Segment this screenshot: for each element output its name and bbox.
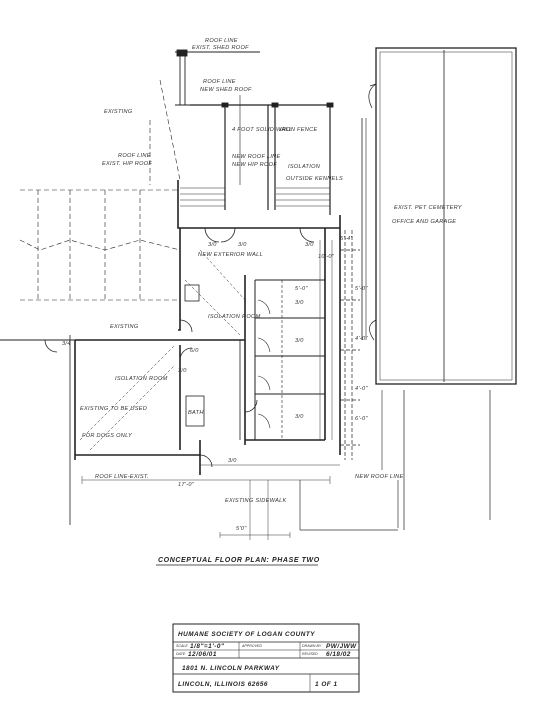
dim-text: 3/0 (178, 368, 187, 374)
label-new-roof-line: NEW ROOF LINE (232, 154, 281, 160)
label-new-hip-roof: NEW HIP ROOF (232, 162, 277, 168)
label-roof-line-2: ROOF LINE (203, 79, 236, 85)
label-bath: BATH (188, 410, 204, 416)
title-block-approved-label: APPROVED (241, 644, 262, 648)
label-roof-line-exist: ROOF LINE-EXIST. (95, 474, 149, 480)
label-existing-top: EXISTING (104, 109, 133, 115)
isolation-hatch (79, 187, 330, 451)
new-building-walls (0, 180, 341, 525)
label-exist-pet-cemetery: EXIST. PET CEMETERY (394, 205, 463, 211)
iron-fence (340, 230, 360, 460)
dimension-lines (81, 240, 399, 540)
dim-text: 17'-0" (178, 482, 195, 488)
shed-roof-structure (175, 49, 334, 215)
label-exist-hip-roof: EXIST. HIP ROOF (102, 161, 152, 167)
label-for-dogs-only: FOR DOGS ONLY (82, 433, 133, 439)
label-isolation: ISOLATION (288, 164, 321, 170)
title-block-sheet: 1 OF 1 (315, 681, 338, 688)
plan-title: CONCEPTUAL FLOOR PLAN: PHASE TWO (158, 557, 320, 564)
dim-text: 6/0 (190, 348, 199, 354)
dim-text: 5'0" (236, 526, 247, 532)
title-block-drawn-value: PW/JWW (326, 643, 357, 650)
title-block-date-value: 12/06/01 (188, 651, 217, 658)
title-block-date-label: DATE (176, 652, 186, 656)
label-4ft-solid-wall: 4 FOOT SOLID WALL (232, 127, 292, 133)
dim-text: 3/0 (295, 338, 304, 344)
title-block-scale-label: SCALE (176, 644, 188, 648)
dim-text: 3/0 (238, 242, 247, 248)
dim-text: 3/0 (305, 242, 314, 248)
label-isolation-room-2: ISOLATION ROOM (115, 376, 168, 382)
dim-text: 5'-4" (340, 236, 353, 242)
title-block-revised-label: REVISED (302, 652, 318, 656)
label-outside-kennels: OUTSIDE KENNELS (286, 176, 343, 182)
title-block (172, 623, 360, 693)
label-existing-to-be-used: EXISTING TO BE USED (80, 406, 147, 412)
title-block-org: HUMANE SOCIETY OF LOGAN COUNTY (178, 631, 315, 638)
title-block-drawn-label: DRAWN BY (302, 644, 322, 648)
title-block-address-1: 1801 N. LINCOLN PARKWAY (182, 665, 280, 672)
label-roof-line-1: ROOF LINE (205, 38, 238, 44)
label-new-exterior-wall: NEW EXTERIOR WALL (198, 252, 263, 258)
dim-text: 3/0 (295, 414, 304, 420)
label-new-shed-roof: NEW SHED ROOF (200, 87, 252, 93)
office-garage-building (361, 47, 517, 530)
label-existing-sidewalk: EXISTING SIDEWALK (225, 498, 287, 504)
label-exist-shed-roof: EXIST. SHED ROOF (192, 45, 249, 51)
existing-building-outline (19, 79, 181, 301)
title-block-address-2: LINCOLN, ILLINOIS 62656 (178, 681, 268, 688)
label-existing-mid: EXISTING (110, 324, 139, 330)
label-iron-fence: IRON FENCE (280, 127, 318, 133)
door-swings (44, 227, 315, 468)
dim-text: 6'-0" (355, 416, 368, 422)
dim-text: 5'-0" (355, 286, 368, 292)
dim-text: 3/0 (228, 458, 237, 464)
label-new-roof-line-2: NEW ROOF LINE (355, 474, 404, 480)
title-block-scale-value: 1/8"=1'-0" (190, 643, 225, 650)
dim-text: 3/4 (62, 341, 71, 347)
dim-text: 3/0 (295, 300, 304, 306)
dim-text: 4'-0" (355, 386, 368, 392)
label-office-and-garage: OFFICE AND GARAGE (392, 219, 456, 225)
dim-text: 4'-0" (355, 336, 368, 342)
label-roof-line-3: ROOF LINE (118, 153, 151, 159)
label-isolation-room: ISOLATION ROOM (208, 314, 261, 320)
dim-text: 5'-0" (295, 286, 308, 292)
dim-text: 3/0 (208, 242, 217, 248)
kennel-runs (255, 279, 325, 441)
dim-text: 10'-0" (318, 254, 335, 260)
title-block-revised-value: 6/18/02 (326, 651, 351, 658)
